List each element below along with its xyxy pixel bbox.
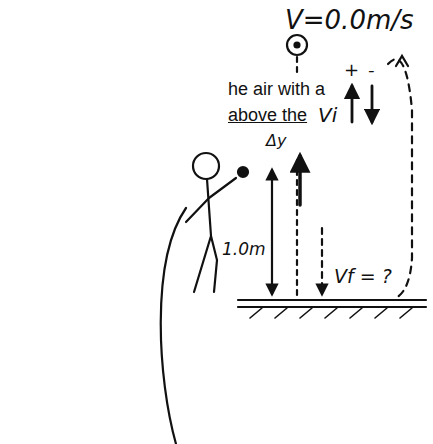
- positive-arrow: [351, 86, 354, 122]
- velocity-arrow: [321, 228, 323, 294]
- final-velocity-label: Vf = ?: [334, 266, 392, 287]
- dashed-path: [296, 160, 298, 298]
- problem-text: above the: [228, 106, 307, 126]
- chevron: [396, 56, 408, 66]
- height-arrow: [271, 170, 273, 294]
- sign-label: +: [344, 60, 359, 80]
- ground: [238, 300, 426, 307]
- velocity-label: V=0.0m/s: [285, 6, 414, 35]
- height-label: 1.0m: [222, 240, 266, 259]
- initial-velocity-label: Vi: [318, 104, 337, 126]
- ground-hatch: [250, 308, 412, 318]
- trajectory: [388, 59, 412, 298]
- figure-legs: [194, 236, 217, 292]
- figure-arms: [186, 178, 236, 222]
- figure-body: [207, 179, 211, 236]
- displacement-arrow: [298, 156, 302, 205]
- negative-arrow: [371, 86, 374, 122]
- ball-dot: [295, 43, 300, 48]
- problem-text: he air with a: [228, 80, 325, 100]
- ball: [287, 35, 307, 55]
- margin-curve: [161, 208, 186, 444]
- displacement-label: Δy: [266, 132, 286, 150]
- ball-in-hand: [238, 167, 248, 177]
- dashed-path: [296, 57, 298, 76]
- figure-head: [193, 153, 219, 179]
- sign-label: -: [368, 60, 375, 80]
